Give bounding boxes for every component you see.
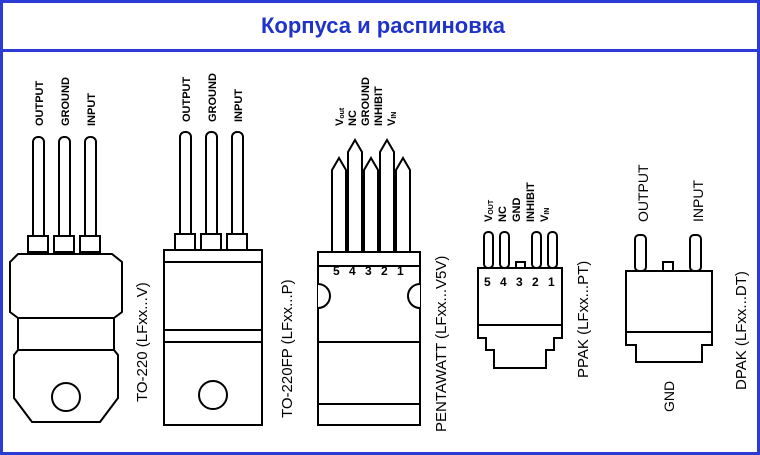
- ppak-pin-number: 3: [516, 275, 523, 289]
- dpak-pin-label: OUTPUT: [635, 164, 651, 222]
- dpak-pin-label: INPUT: [690, 180, 706, 222]
- pentawatt-notch-left: [317, 283, 331, 309]
- page-title: Корпуса и распиновка: [261, 13, 505, 38]
- to220fp-pin-label: INPUT: [233, 89, 245, 122]
- pentawatt-pin-label: VIN: [386, 112, 398, 126]
- ppak-pin-label: VOUT: [483, 199, 495, 222]
- ppak-pin-label: NC: [497, 206, 509, 222]
- pentawatt-leads: [331, 138, 411, 252]
- to220-pin-label: OUTPUT: [34, 81, 46, 127]
- dpak-gnd-label: GND: [661, 381, 677, 412]
- ppak-pin-number: 2: [532, 275, 539, 289]
- to220fp-mounting-hole: [198, 380, 228, 410]
- pentawatt-pin-number: 2: [381, 264, 388, 278]
- to220fp-body: [163, 249, 263, 426]
- pentawatt-pin-label: NC: [347, 110, 359, 126]
- to220-mounting-hole: [51, 382, 81, 412]
- to220fp-pin-label: GROUND: [207, 73, 219, 122]
- pentawatt-pin-label: GROUND: [360, 77, 372, 126]
- pentawatt-pin-number: 3: [365, 264, 372, 278]
- pentawatt-pin-number: 5: [333, 264, 340, 278]
- ppak-package-name: PPAK (LFxx...PT): [575, 261, 592, 378]
- title-bar: Корпуса и распиновка: [0, 0, 760, 52]
- package-to220: OUTPUT GROUND INPUT TO-220 (LFxx...V): [9, 77, 151, 423]
- ppak-pin-label: INHIBIT: [525, 182, 537, 222]
- ppak-pin-number: 4: [500, 275, 507, 289]
- dpak-package-name: DPAK (LFxx...DT): [733, 271, 750, 390]
- to220-leads: [27, 136, 101, 253]
- ppak-pin-number: 1: [548, 275, 555, 289]
- to220fp-pin-label: OUTPUT: [181, 77, 193, 123]
- to220-package-name: TO-220 (LFxx...V): [134, 282, 151, 402]
- package-ppak: 5 4 3 2 1 VOUT NC GND INHIBIT VIN PPAK (…: [477, 182, 592, 378]
- package-pentawatt: 5 4 3 2 1 Vout NC GROUND INHIBIT VIN PEN…: [317, 77, 450, 432]
- pentawatt-pin-number: 1: [397, 264, 404, 278]
- ppak-pin-number: 5: [484, 275, 491, 289]
- ppak-pin-label: VIN: [539, 208, 551, 222]
- to220-pin-label: GROUND: [60, 77, 72, 126]
- package-dpak: OUTPUT INPUT GND DPAK (LFxx...DT): [625, 164, 750, 412]
- pentawatt-package-name: PENTAWATT (LFxx...V5V): [433, 256, 450, 432]
- pentawatt-pin-label: Vout: [334, 107, 346, 126]
- ppak-pin-label: GND: [511, 198, 523, 223]
- pentawatt-pin-number: 4: [349, 264, 356, 278]
- package-to220fp: OUTPUT GROUND INPUT TO-220FP (LFxx...P): [163, 73, 296, 426]
- to220fp-leads: [174, 131, 248, 251]
- pentawatt-body: [317, 251, 421, 426]
- to220-body: [9, 253, 123, 423]
- pentawatt-notch-right: [407, 283, 421, 309]
- dpak-body: [625, 270, 713, 363]
- to220fp-package-name: TO-220FP (LFxx...P): [279, 279, 296, 418]
- dpak-leads: [634, 234, 702, 272]
- to220-pin-label: INPUT: [86, 93, 98, 126]
- pentawatt-pin-label: INHIBIT: [373, 86, 385, 126]
- ppak-leads: [483, 231, 558, 269]
- ppak-body: [477, 267, 563, 369]
